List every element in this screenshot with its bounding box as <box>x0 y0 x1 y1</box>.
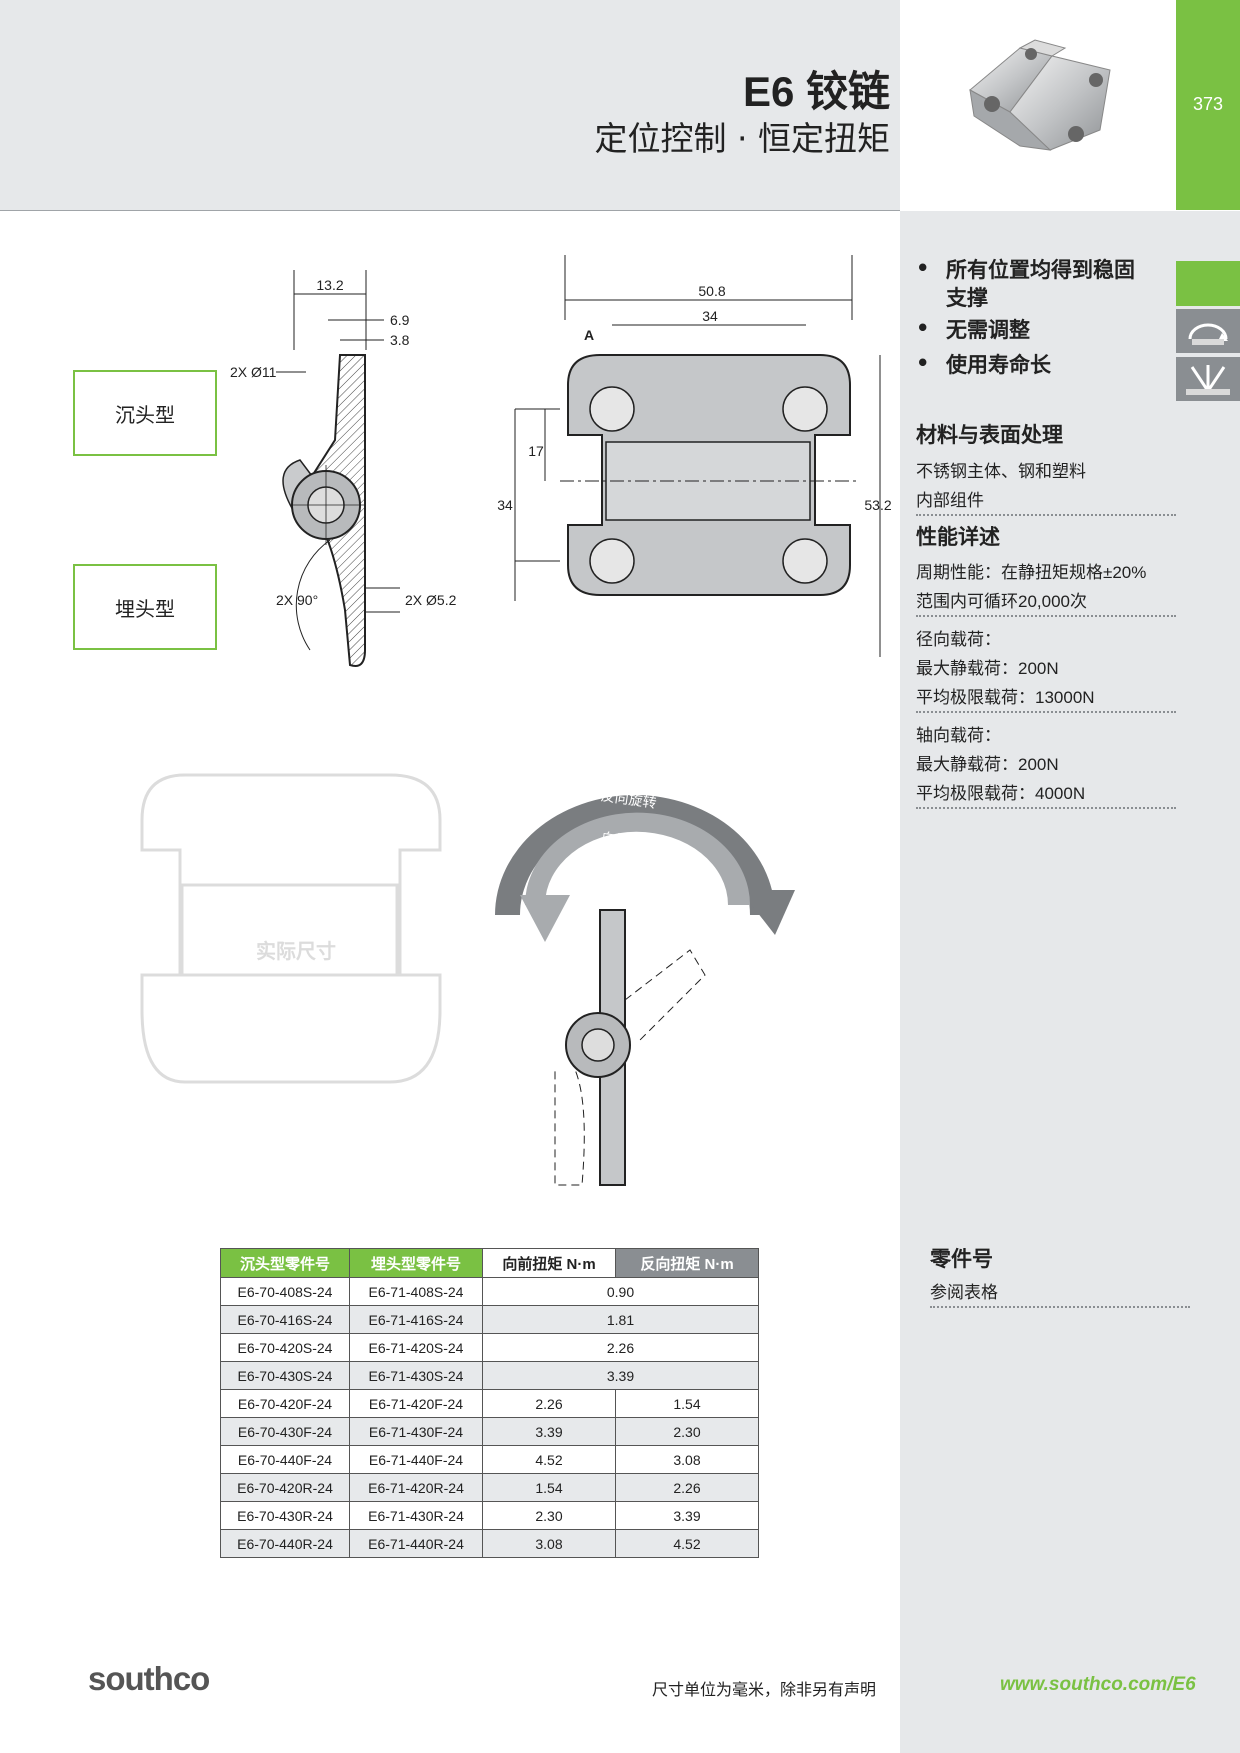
page-header <box>0 0 900 211</box>
divider <box>916 711 1176 713</box>
sidebar-tab-rotation <box>1176 309 1240 353</box>
rotation-diagram: 反向旋转 向前旋转 <box>495 787 795 1186</box>
dim-34-left: 34 <box>497 497 513 513</box>
reverse-rotation-label: 反向旋转 <box>600 787 658 811</box>
performance-line: 周期性能：在静扭矩规格±20% <box>916 563 1147 582</box>
performance-line: 范围内可循环20,000次 <box>916 592 1087 611</box>
part-number-note: 参阅表格 <box>930 1283 998 1302</box>
actual-size-label: 实际尺寸 <box>256 939 336 963</box>
performance-heading: 性能详述 <box>916 525 1000 549</box>
rotation-icon <box>1188 323 1228 345</box>
axial-line: 最大静载荷：200N <box>916 755 1059 774</box>
dim-angle: 2X 90° <box>276 592 318 608</box>
dim-6-9: 6.9 <box>390 312 410 328</box>
dim-53-2: 53.2 <box>864 497 891 513</box>
dim-17: 17 <box>528 443 544 459</box>
forward-rotation-label: 向前旋转 <box>601 829 655 851</box>
countersunk-type-label: 沉头型 <box>73 370 217 456</box>
parts-table: 沉头型零件号 埋头型零件号 向前扭矩 N·m 反向扭矩 N·m E6-70-40… <box>220 1248 759 1558</box>
axial-line: 平均极限载荷：4000N <box>916 784 1086 803</box>
divider <box>916 807 1176 809</box>
page-title: E6 铰链 <box>742 68 890 115</box>
footer-url[interactable]: www.southco.com/E6 <box>1000 1674 1196 1695</box>
divider <box>916 514 1176 516</box>
feature-item: 使用寿命长 <box>916 351 1051 379</box>
actual-size-outline: 实际尺寸 <box>140 773 442 1084</box>
header-reverse-torque: 反向扭矩 N·m <box>615 1248 759 1278</box>
material-line: 内部组件 <box>916 491 984 510</box>
header-flush: 埋头型零件号 <box>349 1248 483 1278</box>
footer-note: 尺寸单位为毫米，除非另有声明 <box>652 1680 877 1699</box>
southco-logo: southco <box>88 1660 210 1697</box>
front-view: 50.8 34 A 17 34 53.2 <box>497 255 892 657</box>
product-photo <box>900 0 1176 210</box>
page-subtitle: 定位控制 · 恒定扭矩 <box>594 119 890 158</box>
dim-hole-11: 2X Ø11 <box>230 364 277 380</box>
side-view: 13.2 6.9 3.8 2X Ø11 2X 90° 2X Ø5.2 <box>230 270 457 667</box>
flush-type-label: 埋头型 <box>73 564 217 650</box>
page-number: 373 <box>1192 94 1224 114</box>
header-countersunk: 沉头型零件号 <box>220 1248 350 1278</box>
dim-A: A <box>584 327 594 343</box>
dim-50-8: 50.8 <box>698 283 725 299</box>
dim-hole-5-2: 2X Ø5.2 <box>405 592 457 608</box>
dim-13-2: 13.2 <box>316 277 343 293</box>
part-number-heading: 零件号 <box>930 1247 993 1271</box>
sidebar-tab-green <box>1176 261 1240 306</box>
dim-3-8: 3.8 <box>390 332 410 348</box>
axial-line: 轴向载荷： <box>916 726 1001 745</box>
table-header-row: 沉头型零件号 埋头型零件号 向前扭矩 N·m 反向扭矩 N·m <box>220 1248 759 1278</box>
radial-line: 最大静载荷：200N <box>916 659 1059 678</box>
divider <box>930 1306 1190 1308</box>
material-heading: 材料与表面处理 <box>916 423 1063 447</box>
radial-line: 径向载荷： <box>916 630 1001 649</box>
header-forward-torque: 向前扭矩 N·m <box>482 1248 616 1278</box>
divider <box>916 615 1176 617</box>
dim-34-top: 34 <box>702 308 718 324</box>
technical-drawing: 13.2 6.9 3.8 2X Ø11 2X 90° 2X Ø5.2 50.8 <box>140 255 892 1186</box>
positioning-icon <box>1186 365 1230 395</box>
radial-line: 平均极限载荷：13000N <box>916 688 1095 707</box>
feature-item: 无需调整 <box>916 316 1030 344</box>
sidebar-tab-positioning <box>1176 357 1240 401</box>
page-number-strip <box>1176 0 1240 210</box>
material-line: 不锈钢主体、钢和塑料 <box>916 462 1086 481</box>
